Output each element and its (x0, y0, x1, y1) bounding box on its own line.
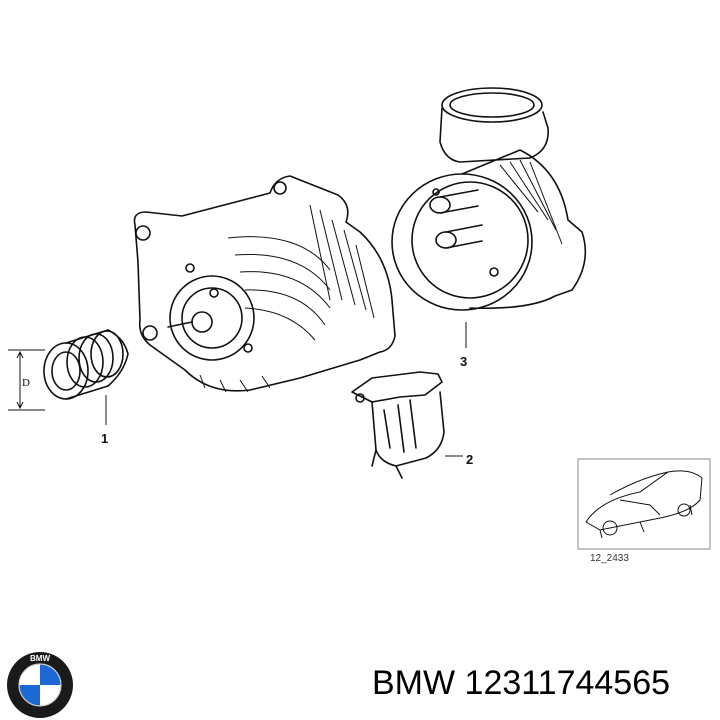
alternator (133, 175, 396, 393)
dimension-label: D (22, 377, 30, 389)
footer-part-label: BMW 12311744565 (372, 664, 670, 703)
footer-brand: BMW (372, 664, 456, 702)
reference-code: 12_2433 (590, 553, 629, 564)
part-3-housing (391, 87, 587, 348)
callout-3: 3 (460, 354, 467, 369)
dimension-d: D (8, 349, 45, 411)
part-2-regulator (351, 371, 463, 479)
logo-letters: BMW (30, 654, 50, 663)
callout-1: 1 (101, 431, 108, 446)
part-1-coupling (43, 329, 129, 425)
callout-2: 2 (466, 452, 473, 467)
footer-part-number: 12311744565 (464, 664, 671, 702)
bmw-roundel-icon: BMW (7, 652, 73, 718)
vehicle-location-thumbnail (577, 458, 711, 550)
